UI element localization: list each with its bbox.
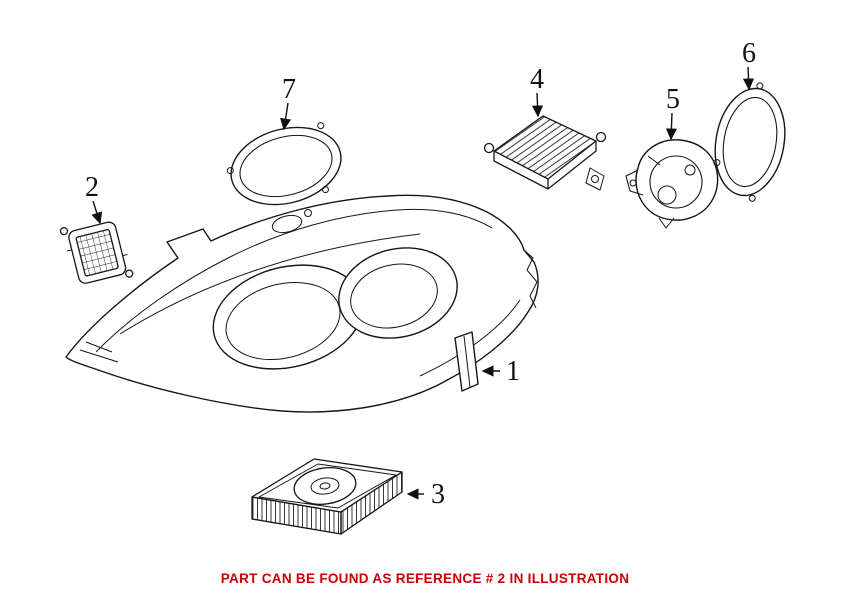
control-unit-drawing (252, 459, 402, 534)
callout-4: 4 (530, 64, 544, 118)
part-label-3: 3 (431, 479, 445, 510)
bulb-connector-drawing (60, 214, 134, 291)
callout-3: 3 (406, 479, 445, 510)
ballast-module-drawing (485, 116, 606, 190)
seal-ring-small-drawing (220, 116, 349, 217)
callout-1: 1 (481, 356, 520, 387)
part-label-4: 4 (530, 64, 544, 95)
part-label-5: 5 (666, 84, 680, 115)
part-label-2: 2 (85, 172, 99, 203)
callout-6: 6 (742, 38, 756, 91)
adjuster-motor-drawing (626, 140, 718, 228)
headlight-assembly-drawing (66, 195, 538, 412)
callout-2: 2 (85, 172, 103, 225)
part-label-7: 7 (282, 74, 296, 105)
callout-5: 5 (665, 84, 680, 141)
callouts: 1 2 3 4 5 6 7 (85, 38, 756, 510)
seal-ring-large-drawing (706, 77, 793, 205)
part-label-6: 6 (742, 38, 756, 69)
callout-7: 7 (280, 74, 296, 131)
diagram-caption: PART CAN BE FOUND AS REFERENCE # 2 IN IL… (220, 571, 630, 586)
part-label-1: 1 (506, 356, 520, 387)
